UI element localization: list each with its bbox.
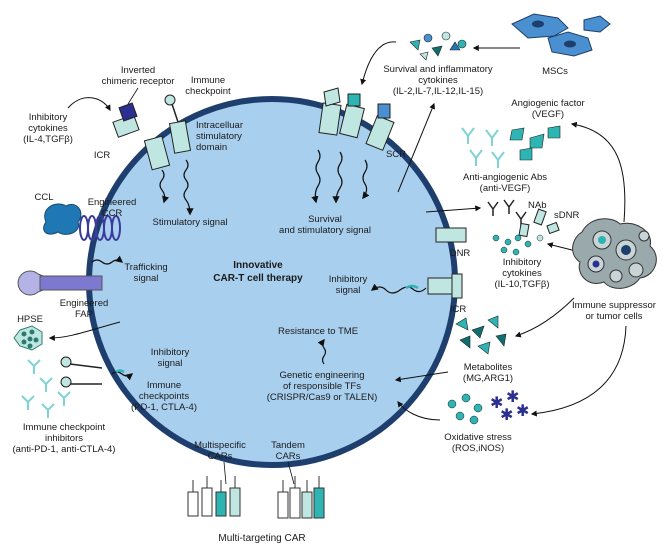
scr-receptors [318,87,395,151]
inhibitory-signal-right-2: signal [336,285,361,296]
intracellular-domain-label-1: Intracelluar [196,120,243,131]
oxidative-stress-label-1: Oxidative stress [444,432,512,443]
checkpoint-inhibitors-label-1: Immune checkpoint [23,422,106,433]
metabolites-icons [455,315,507,355]
sdnr-label: sDNR [554,210,579,221]
svg-text:✱: ✱ [516,403,529,420]
icr-receptor-right [427,273,463,299]
genetic-engineering-label-2: of responsible TFs [283,381,361,392]
immune-checkpoints-label-1: Immune [147,380,181,391]
center-title-line1: Innovative [233,260,283,271]
inverted-receptor-label-1: Inverted [121,65,155,76]
stimulatory-signal-label: Stimulatory signal [153,217,228,228]
immune-checkpoint-top-label-2: checkpoint [185,86,231,97]
dnr-receptor [435,227,467,243]
ccl-label: CCL [34,192,53,203]
immune-suppressor-label-2: or tumor cells [585,311,642,322]
inhibitory-signal-left-1: Inhibitory [151,347,190,358]
survival-cytokines-label-2: cytokines [418,75,458,86]
engineered-ccr-label-1: Engineered [88,197,137,208]
genetic-engineering-label-3: (CRISPR/Cas9 or TALEN) [267,392,378,403]
inhibitory-signal-left-2: signal [158,358,183,369]
checkpoint-inhibitors-label-3: (anti-PD-1, anti-CTLA-4) [13,444,116,455]
immune-checkpoints-label-3: (PD-1, CTLA-4) [131,402,197,413]
tumor-cells-cluster [572,218,657,289]
survival-cytokines-label-1: Survival and inflammatory [383,64,493,75]
survival-cytokines-label-3: (IL-2,IL-7,IL-12,IL-15) [393,86,483,97]
hpse-icon [13,325,43,351]
anti-vegf-antibody-icons [461,127,505,168]
anti-angiogenic-label-1: Anti-angiogenic Abs [463,172,547,183]
inhibitory-cytokines-left-3: (IL-4,TGFβ) [23,134,73,145]
immune-checkpoints-label-2: checkpoints [139,391,189,402]
multispecific-cars-label-1: Multispecific [194,440,246,451]
nab-antibody-icons [487,199,527,226]
survival-signal-label-2: and stimulatory signal [279,225,371,236]
metabolites-label-2: (MG,ARG1) [463,373,513,384]
engineered-ccr-receptor [79,215,121,241]
tandem-car-receptors [277,476,325,519]
inhibitory-signal-right-1: Inhibitory [329,274,368,285]
mscs-label: MSCs [542,66,568,77]
tandem-cars-label-2: CARs [276,451,301,462]
metabolites-label-1: Metabolites [464,362,513,373]
immune-suppressor-label-1: Immune suppressor [572,300,656,311]
vegf-icons [509,125,561,161]
mscs-cells [511,13,611,57]
anti-angiogenic-label-2: (anti-VEGF) [480,183,531,194]
multispecific-car-receptors [187,476,241,517]
survival-cytokines-icons [409,31,467,61]
oxidative-stress-icons: ✱ ✱ ✱ ✱ [447,389,529,425]
hpse-label: HPSE [17,314,43,325]
inhibitory-cytokines-right-2: cytokines [502,268,542,279]
genetic-engineering-label-1: Genetic engineering [279,370,364,381]
angiogenic-factor-label-2: (VEGF) [532,109,564,120]
svg-text:✱: ✱ [506,389,519,406]
icr-right-label: ICR [450,304,467,315]
intracellular-domain-label-2: stimulatory [196,131,242,142]
survival-signal-label-1: Survival [308,214,342,225]
resistance-tme-label: Resistance to TME [278,326,358,337]
engineered-ccr-label-2: CCR [102,208,123,219]
sdnr-icons [518,208,560,238]
icr-left-label: ICR [94,150,111,161]
intracellular-domain-label-3: domain [196,142,227,153]
scr-label: SCR [386,149,406,160]
engineered-fap-label-1: Engineered [60,298,109,309]
dnr-label: DNR [450,248,471,259]
oxidative-stress-label-2: (ROS,iNOS) [452,443,504,454]
svg-text:✱: ✱ [490,395,503,412]
engineered-fap [17,270,103,296]
angiogenic-factor-label-1: Angiogenic factor [511,98,584,109]
immune-checkpoint-receptor-top [164,94,192,154]
multispecific-cars-label-2: CARs [208,451,233,462]
inhibitory-cytokine-dots-right [492,234,544,256]
inhibitory-cytokines-left-2: cytokines [28,123,68,134]
nab-label: NAb [528,200,546,211]
inhibitory-cytokines-right-3: (IL-10,TGFβ) [494,279,549,290]
svg-text:✱: ✱ [500,407,513,424]
ccl-chemokine [43,203,82,235]
center-title-line2: CAR-T cell therapy [213,273,303,284]
multi-targeting-car-label: Multi-targeting CAR [218,533,305,544]
inverted-receptor-label-2: chimeric receptor [102,76,175,87]
engineered-fap-label-2: FAP [75,309,93,320]
inhibitory-cytokines-left-1: Inhibitory [29,112,68,123]
trafficking-signal-label-1: Trafficking [124,262,167,273]
immune-checkpoint-receptors-left [60,356,103,388]
immune-checkpoint-top-label-1: Immune [191,75,225,86]
inverted-chimeric-receptor [112,102,171,171]
tandem-cars-label-1: Tandem [271,440,305,451]
checkpoint-inhibitor-antibodies [21,359,71,418]
checkpoint-inhibitors-label-2: inhibitors [45,433,83,444]
inhibitory-cytokines-right-1: Inhibitory [503,257,542,268]
trafficking-signal-label-2: signal [134,273,159,284]
